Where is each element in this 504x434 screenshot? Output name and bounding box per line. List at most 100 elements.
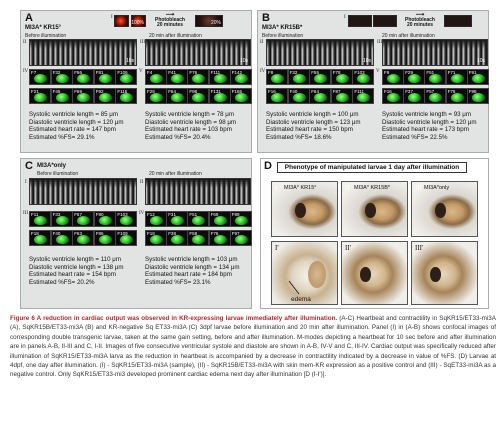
heart-frame: F63 (72, 230, 95, 246)
panel-a: A MI3A* KR15° I 100% ⟶ Photobleach 20 mi… (20, 10, 252, 153)
heart-frame: F33 (50, 211, 73, 227)
heart-frame: F16 (266, 88, 288, 104)
larva-closeup-1: I' (271, 241, 338, 305)
panel-title: MI3A*only (37, 163, 67, 169)
panel-b: B MI3A* KR15B* I ⟶ Photobleach 20 minute… (257, 10, 489, 153)
row-number: III (23, 211, 28, 216)
heart-frame: F76 (208, 230, 231, 246)
heart-frame: F103 (352, 69, 375, 85)
heart-frame: F89 (229, 211, 252, 227)
row-number: III (377, 40, 382, 45)
row-number: I (111, 15, 113, 20)
figure-caption: Figure 6 A reduction in cardiac output w… (10, 314, 496, 380)
mmode-before: 10s (266, 39, 374, 66)
mmode-after (145, 178, 251, 205)
after-label: 20 min after illumination (149, 171, 202, 177)
larva-closeup-2: II' (341, 241, 408, 305)
heart-frame: F64 (309, 88, 332, 104)
heart-frame: F45 (50, 88, 73, 104)
mmode-after: 10s (382, 39, 488, 66)
panel-label: A (25, 12, 33, 24)
arrow-icon: ⟶ (165, 12, 175, 18)
heart-frame: F106 (115, 69, 138, 85)
row-number: IV (139, 211, 145, 216)
heart-frame: F18 (145, 230, 167, 246)
heart-frame: F98 (466, 88, 489, 104)
after-label: 20 min after illumination (149, 33, 202, 39)
heart-frame: F8 (266, 69, 288, 85)
heart-frame: F109 (115, 230, 138, 246)
heart-frame: F111 (208, 69, 231, 85)
photobleach-label: ⟶ Photobleach 20 minutes (149, 12, 191, 28)
heart-frame: F142 (229, 69, 252, 85)
confocal-before (348, 15, 372, 27)
row-number: I (25, 180, 27, 185)
heart-frame: F21 (29, 88, 51, 104)
row-number: III (140, 40, 145, 45)
edema-arrow (288, 280, 300, 295)
row-number: V (376, 69, 380, 74)
heart-frame: F92 (93, 88, 116, 104)
row-number: II (23, 40, 27, 45)
heart-frame: F58 (187, 230, 210, 246)
heart-frame: F111 (352, 88, 375, 104)
heart-frame: F38 (166, 230, 189, 246)
before-label: Before illumination (262, 33, 304, 39)
heart-frame: F32 (50, 69, 73, 85)
row-number: I (344, 15, 346, 20)
heart-frame: F40 (287, 88, 310, 104)
heart-frame: F7 (29, 69, 51, 85)
row-number: II (260, 40, 264, 45)
arrow-icon: ⟶ (415, 12, 425, 18)
panel-d: D Phenotype of manipulated larvae 1 day … (260, 158, 489, 309)
confocal-before (114, 15, 129, 27)
heart-frame: F18 (29, 230, 51, 246)
heart-frame: F57 (424, 88, 447, 104)
heart-frame: F116 (115, 88, 138, 104)
heart-frame: F4 (145, 69, 167, 85)
confocal-before-2: 100% (131, 15, 146, 27)
heart-frame: F76 (445, 88, 468, 104)
mmode-before (29, 178, 137, 205)
confocal-after: 20% (195, 15, 223, 27)
after-label: 20 min after illumination (382, 33, 435, 39)
row-number: II (140, 180, 144, 185)
figure-panels: A MI3A* KR15° I 100% ⟶ Photobleach 20 mi… (20, 10, 489, 312)
row-number: IV (260, 69, 266, 74)
heart-frame: F29 (145, 88, 167, 104)
mmode-before: 10s (29, 39, 137, 66)
heart-frame: F40 (50, 230, 73, 246)
heart-frame: F97 (229, 230, 252, 246)
heart-frame: F80 (93, 211, 116, 227)
heart-frame: F71 (445, 69, 468, 85)
heart-frame: F165 (229, 88, 252, 104)
larva-closeup-3: III' (411, 241, 478, 305)
heart-frame: F41 (166, 69, 189, 85)
before-label: Before illumination (37, 171, 79, 177)
heart-frame: F11 (29, 211, 51, 227)
heart-frame: F57 (72, 211, 95, 227)
heart-frame: F51 (424, 69, 447, 85)
before-label: Before illumination (25, 33, 67, 39)
heart-frame: F32 (287, 69, 310, 85)
panel-label: D (264, 160, 272, 172)
panel-title: MI3A* KR15° (25, 25, 62, 31)
heart-frame: F29 (403, 69, 426, 85)
heart-frame: F103 (115, 211, 138, 227)
panel-title: Phenotype of manipulated larvae 1 day af… (277, 162, 467, 173)
heart-frame: F56 (72, 69, 95, 85)
heart-frame: F98 (187, 88, 210, 104)
heart-frame: F87 (330, 88, 353, 104)
heart-frame: F69 (72, 88, 95, 104)
heart-frame: F37 (403, 88, 426, 104)
heart-frame: F81 (93, 69, 116, 85)
